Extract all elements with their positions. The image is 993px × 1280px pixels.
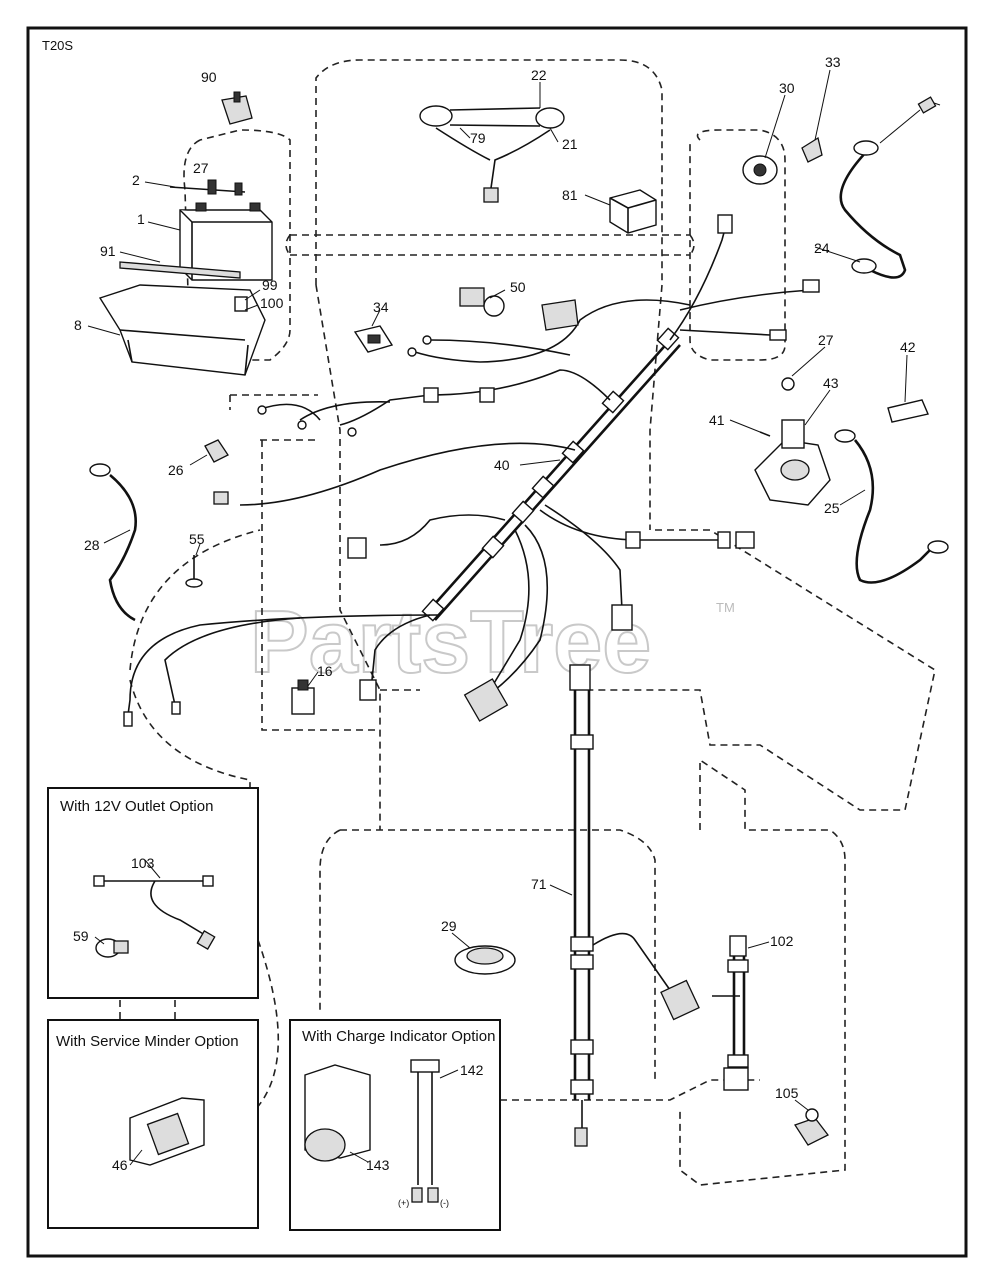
ignition-switch-30 bbox=[742, 155, 778, 185]
callout-142: 142 bbox=[460, 1062, 484, 1078]
main-harness-40 bbox=[123, 214, 820, 727]
harness-71 bbox=[569, 664, 700, 1147]
callout-26: 26 bbox=[168, 462, 184, 478]
leader-lines bbox=[87, 69, 908, 1166]
callout-105: 105 bbox=[775, 1085, 799, 1101]
callout-28: 28 bbox=[84, 537, 100, 553]
callout-50: 50 bbox=[510, 279, 526, 295]
callout-100: 100 bbox=[260, 295, 284, 311]
part-90-switch bbox=[221, 91, 253, 125]
starter-cable-25 bbox=[834, 429, 949, 584]
relay-81 bbox=[609, 189, 657, 234]
callout-79: 79 bbox=[470, 130, 486, 146]
callout-91: 91 bbox=[100, 243, 116, 259]
callout-1: 1 bbox=[137, 211, 145, 227]
callout-21: 21 bbox=[562, 136, 578, 152]
fuse-26 bbox=[204, 439, 229, 463]
callout-16: 16 bbox=[317, 663, 333, 679]
bracket-33 bbox=[801, 136, 823, 163]
battery-hold-down bbox=[119, 179, 246, 279]
battery bbox=[179, 202, 273, 281]
callout-22: 22 bbox=[531, 67, 547, 83]
nut-27 bbox=[781, 377, 795, 391]
option-box-charge-indicator: With Charge Indicator Option (+) (-) bbox=[289, 1019, 501, 1231]
callout-8: 8 bbox=[74, 317, 82, 333]
callout-43: 43 bbox=[823, 375, 839, 391]
switch-34 bbox=[353, 325, 394, 353]
callout-81: 81 bbox=[562, 187, 578, 203]
callout-27-top: 27 bbox=[193, 160, 209, 176]
part-102-harness bbox=[712, 935, 749, 1091]
solenoid-43 bbox=[754, 419, 831, 506]
trademark-mark: TM bbox=[716, 600, 735, 615]
headlight-harness bbox=[419, 105, 565, 203]
callout-34: 34 bbox=[373, 299, 389, 315]
battery-cable-24 bbox=[839, 96, 941, 279]
model-code: T20S bbox=[42, 38, 73, 53]
switch-16 bbox=[291, 679, 315, 715]
callout-59: 59 bbox=[73, 928, 89, 944]
option-title-outlet: With 12V Outlet Option bbox=[60, 798, 213, 815]
callout-103: 103 bbox=[131, 855, 155, 871]
callout-90: 90 bbox=[201, 69, 217, 85]
watermark: PartsTree bbox=[250, 592, 651, 691]
callout-33: 33 bbox=[825, 54, 841, 70]
part-29-horn bbox=[454, 945, 516, 975]
callout-numbers: 90 22 30 33 27 2 79 21 1 81 24 91 99 100… bbox=[73, 54, 916, 1173]
callout-41: 41 bbox=[709, 412, 725, 428]
polarity-plus: (+) bbox=[398, 1198, 409, 1208]
callout-2: 2 bbox=[132, 172, 140, 188]
callout-143: 143 bbox=[366, 1157, 390, 1173]
callout-40: 40 bbox=[494, 457, 510, 473]
callout-71: 71 bbox=[531, 876, 547, 892]
bolt-55 bbox=[185, 555, 203, 588]
tractor-outline bbox=[119, 59, 936, 1186]
callout-42: 42 bbox=[900, 339, 916, 355]
callout-46: 46 bbox=[112, 1157, 128, 1173]
boot-42 bbox=[887, 399, 929, 423]
callout-99: 99 bbox=[262, 277, 278, 293]
callout-29: 29 bbox=[441, 918, 457, 934]
option-box-12v-outlet: With 12V Outlet Option bbox=[47, 787, 259, 999]
option-box-service-minder: With Service Minder Option bbox=[47, 1019, 259, 1229]
callout-55: 55 bbox=[189, 531, 205, 547]
callout-25: 25 bbox=[824, 500, 840, 516]
option-title-service-minder: With Service Minder Option bbox=[56, 1033, 239, 1050]
page-frame bbox=[26, 26, 968, 1258]
option-title-charge-indicator: With Charge Indicator Option bbox=[302, 1028, 495, 1045]
polarity-minus: (-) bbox=[440, 1198, 449, 1208]
battery-tray bbox=[98, 284, 266, 376]
pto-switch-50 bbox=[459, 287, 505, 317]
callout-27-right: 27 bbox=[818, 332, 834, 348]
callout-30: 30 bbox=[779, 80, 795, 96]
callout-24: 24 bbox=[814, 240, 830, 256]
part-105-switch bbox=[794, 1108, 829, 1146]
screw-41 bbox=[759, 431, 771, 437]
callout-102: 102 bbox=[770, 933, 794, 949]
ground-cable-28 bbox=[89, 463, 137, 622]
